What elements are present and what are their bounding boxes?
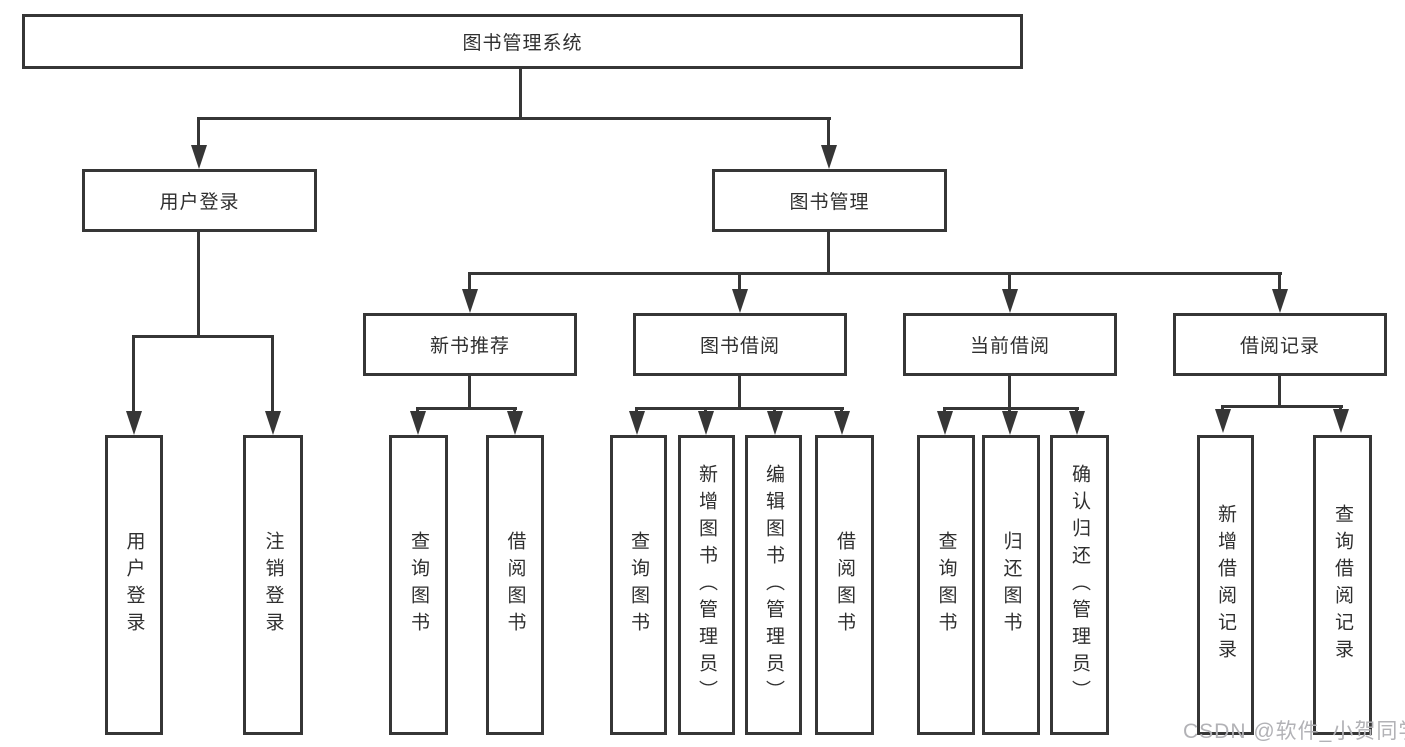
arrow-down-icon: [1002, 411, 1018, 435]
arrow-down-icon: [191, 145, 207, 169]
connector-user-login-stub: [197, 232, 200, 336]
leaf-query-books-1-label: 查询图书: [408, 531, 429, 639]
arrow-down-icon: [629, 411, 645, 435]
node-book-management-label: 图书管理: [789, 192, 870, 213]
node-root-library-system: 图书管理系统: [22, 14, 1023, 69]
leaf-add-borrow-record-label: 新增借阅记录: [1215, 504, 1236, 666]
connector-stem: [197, 119, 200, 145]
connector-book-mgmt-stub: [827, 232, 830, 273]
connector-level2-rail: [197, 117, 831, 120]
leaf-borrow-books-2-label: 借阅图书: [834, 531, 855, 639]
leaf-add-books-admin-label: 新增图书（管理员）: [696, 463, 717, 707]
node-book-management: 图书管理: [712, 169, 947, 232]
connector-stem: [827, 119, 830, 145]
node-current-borrowing: 当前借阅: [903, 313, 1117, 376]
connector-stub: [1278, 374, 1281, 406]
arrow-down-icon: [767, 411, 783, 435]
node-current-borrowing-label: 当前借阅: [969, 336, 1050, 357]
leaf-borrow-books-1-label: 借阅图书: [504, 531, 526, 639]
arrow-down-icon: [821, 145, 837, 169]
arrow-down-icon: [507, 411, 523, 435]
leaf-query-books-2-label: 查询图书: [628, 531, 649, 639]
leaf-confirm-return-admin-label: 确认归还（管理员）: [1069, 463, 1090, 707]
leaf-logout-label: 注销登录: [262, 531, 284, 639]
node-borrowing-records: 借阅记录: [1173, 313, 1387, 376]
leaf-query-books-1: 查询图书: [389, 435, 448, 735]
leaf-query-books-2: 查询图书: [610, 435, 667, 735]
connector-user-login-rail: [132, 335, 274, 338]
connector-stub: [468, 376, 471, 408]
arrow-down-icon: [698, 411, 714, 435]
connector-rail: [943, 407, 1079, 410]
node-book-borrowing-label: 图书借阅: [699, 336, 780, 357]
leaf-borrow-books-1: 借阅图书: [486, 435, 544, 735]
connector-stub: [738, 376, 741, 408]
arrow-down-icon: [462, 289, 478, 313]
connector-rail: [635, 407, 844, 410]
leaf-borrow-books-2: 借阅图书: [815, 435, 874, 735]
leaf-query-books-3: 查询图书: [917, 435, 975, 735]
connector-stem: [132, 337, 135, 411]
leaf-return-books: 归还图书: [982, 435, 1040, 735]
leaf-query-borrow-record: 查询借阅记录: [1313, 435, 1372, 735]
leaf-user-login-label: 用户登录: [123, 531, 145, 639]
leaf-return-books-label: 归还图书: [1000, 531, 1022, 639]
leaf-query-books-3-label: 查询图书: [935, 531, 957, 639]
connector-root-stub: [519, 69, 522, 118]
node-book-borrowing: 图书借阅: [633, 313, 847, 376]
leaf-query-borrow-record-label: 查询借阅记录: [1332, 504, 1353, 666]
leaf-logout: 注销登录: [243, 435, 303, 735]
leaf-confirm-return-admin: 确认归还（管理员）: [1050, 435, 1109, 735]
node-user-login-label: 用户登录: [159, 192, 240, 213]
node-new-book-recommend: 新书推荐: [363, 313, 577, 376]
connector-stem: [271, 337, 274, 411]
arrow-down-icon: [732, 289, 748, 313]
arrow-down-icon: [1002, 289, 1018, 313]
leaf-user-login: 用户登录: [105, 435, 163, 735]
arrow-down-icon: [937, 411, 953, 435]
arrow-down-icon: [265, 411, 281, 435]
connector-stem: [468, 274, 471, 289]
leaf-add-borrow-record: 新增借阅记录: [1197, 435, 1254, 735]
arrow-down-icon: [126, 411, 142, 435]
arrow-down-icon: [1215, 409, 1231, 433]
node-user-login: 用户登录: [82, 169, 317, 232]
arrow-down-icon: [410, 411, 426, 435]
connector-stem: [1278, 274, 1281, 289]
arrow-down-icon: [834, 411, 850, 435]
connector-stem: [1008, 274, 1011, 289]
arrow-down-icon: [1069, 411, 1085, 435]
leaf-edit-books-admin-label: 编辑图书（管理员）: [763, 463, 784, 707]
leaf-edit-books-admin: 编辑图书（管理员）: [745, 435, 802, 735]
connector-rail: [1221, 405, 1343, 408]
connector-stub: [1008, 376, 1011, 408]
arrow-down-icon: [1272, 289, 1288, 313]
arrow-down-icon: [1333, 409, 1349, 433]
connector-stem: [738, 274, 741, 289]
csdn-watermark: CSDN @软件_小贺同学: [1183, 720, 1405, 743]
node-borrowing-records-label: 借阅记录: [1239, 336, 1320, 357]
node-new-book-recommend-label: 新书推荐: [429, 336, 510, 357]
connector-rail: [416, 407, 517, 410]
node-root-label: 图书管理系统: [462, 33, 583, 54]
connector-level3-rail: [468, 272, 1282, 275]
leaf-add-books-admin: 新增图书（管理员）: [678, 435, 735, 735]
